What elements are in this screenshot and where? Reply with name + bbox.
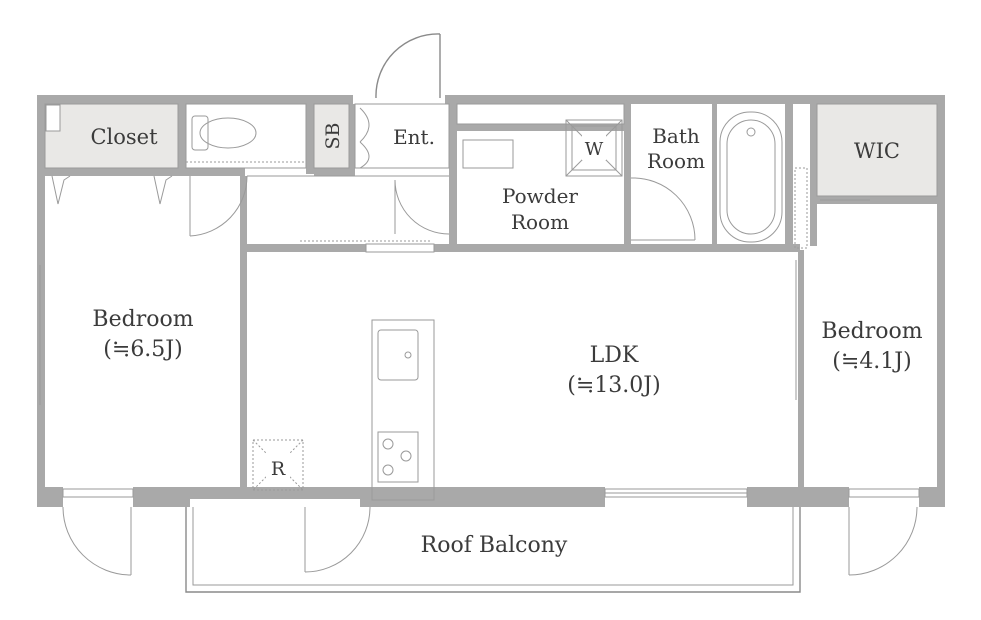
roof-balcony-label: Roof Balcony <box>421 533 568 558</box>
roof-balcony: Roof Balcony <box>185 507 801 593</box>
bath-room-label-line1: Bath <box>652 124 700 148</box>
bedroom-left: Bedroom (≒6.5J) <box>39 265 194 576</box>
front-door-swing <box>375 33 441 99</box>
sink-icon <box>462 139 514 169</box>
bedroom-right-label: Bedroom <box>821 319 922 344</box>
stove-icon <box>377 431 419 483</box>
interior-walls <box>45 104 937 487</box>
wic-label: WIC <box>854 139 900 163</box>
bedroom-right: Bedroom (≒4.1J) <box>821 319 923 576</box>
toilet <box>185 103 307 169</box>
powder-room: W Powder Room <box>456 103 625 234</box>
bedroom-right-size: (≒4.1J) <box>832 349 911 374</box>
bedroom-left-label: Bedroom <box>92 307 193 332</box>
closet: Closet <box>44 103 179 205</box>
bathtub-icon <box>719 111 783 243</box>
shoe-box: SB <box>313 103 350 169</box>
washer-label: W <box>585 139 604 160</box>
sb-label: SB <box>322 123 344 150</box>
ldk: LDK (≒13.0J) R <box>252 260 797 573</box>
kitchen-sink-icon <box>377 329 419 381</box>
entrance-label: Ent. <box>393 125 435 149</box>
kitchen-counter <box>371 319 435 501</box>
bedroom-left-size: (≒6.5J) <box>103 337 182 362</box>
hallway <box>189 175 450 253</box>
entrance: Ent. <box>354 33 450 169</box>
walk-in-closet: WIC <box>816 103 938 201</box>
toilet-bowl-icon <box>199 117 257 149</box>
refrigerator-label: R <box>271 458 286 480</box>
powder-room-label-line1: Powder <box>502 184 578 208</box>
refrigerator-icon <box>252 439 304 491</box>
ldk-size: (≒13.0J) <box>567 373 660 398</box>
ldk-label: LDK <box>590 343 639 368</box>
bath-room-label-line2: Room <box>647 149 705 173</box>
bath-room: Bath Room <box>630 111 808 249</box>
closet-label: Closet <box>90 125 158 149</box>
powder-room-label-line2: Room <box>511 210 569 234</box>
